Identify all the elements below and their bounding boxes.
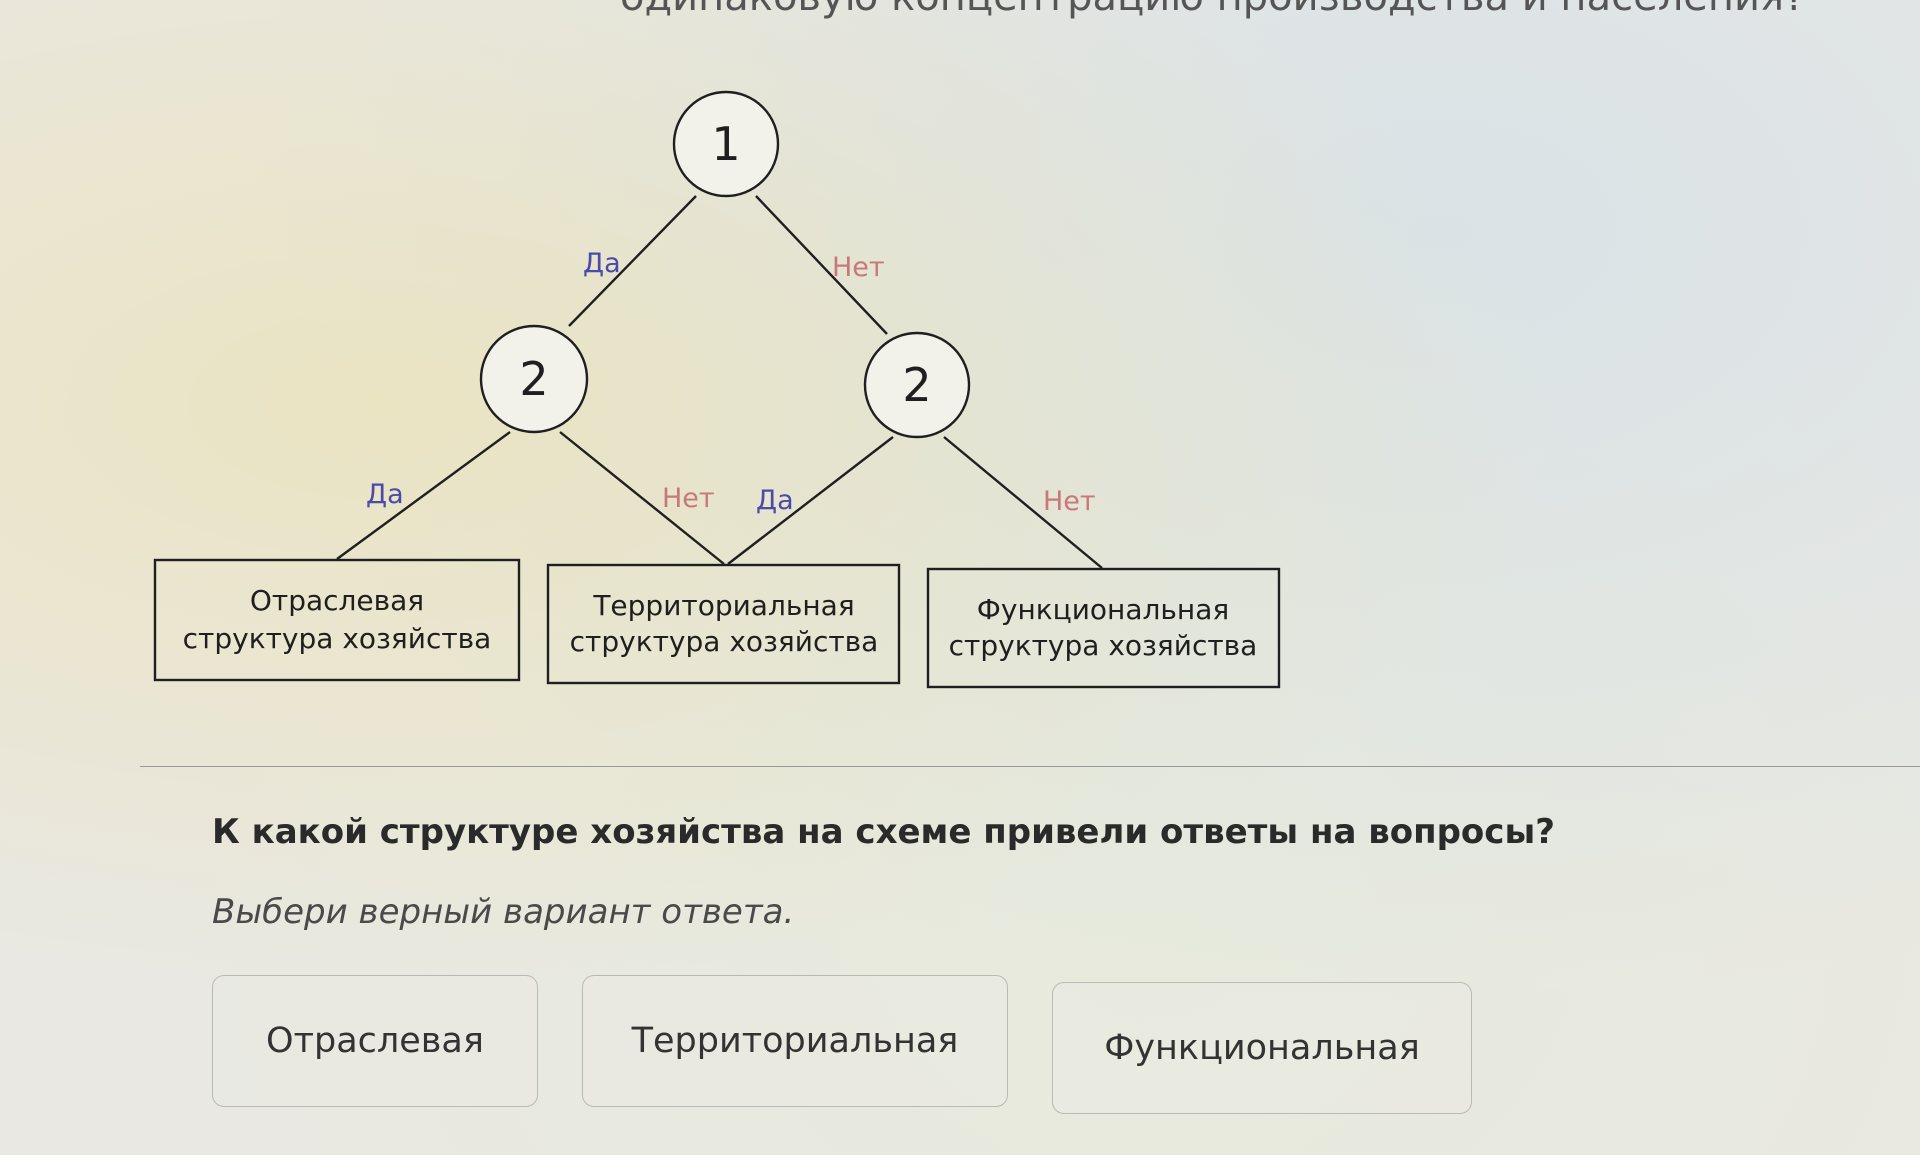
leaf-sectoral-line1: Отраслевая <box>250 584 424 617</box>
edge-right-leaf2 <box>727 436 894 565</box>
leaf-territorial-line2: структура хозяйства <box>570 625 879 658</box>
node-left-label: 2 <box>519 352 548 406</box>
leaf-functional: Функциональная структура хозяйства <box>926 567 1281 689</box>
edge-root-left <box>568 195 697 327</box>
edge-label-root-yes: Да <box>583 248 621 279</box>
edge-root-right <box>755 195 888 335</box>
edge-label-left-yes: Да <box>366 479 404 510</box>
node-right: 2 <box>863 331 971 439</box>
node-left: 2 <box>479 324 589 434</box>
answer-option-territorial[interactable]: Территориальная <box>582 975 1008 1107</box>
edge-left-leaf1 <box>336 431 511 560</box>
leaf-sectoral: Отраслевая структура хозяйства <box>153 558 521 682</box>
leaf-territorial-line1: Территориальная <box>592 589 854 622</box>
edge-right-leaf3 <box>943 436 1103 569</box>
edge-left-leaf2 <box>559 431 725 565</box>
leaf-functional-line1: Функциональная <box>977 593 1229 626</box>
leaf-sectoral-line2: структура хозяйства <box>183 622 492 655</box>
decision-tree-diagram: 1 2 2 Да Нет Да Нет Да Нет Отраслевая ст… <box>153 90 1281 689</box>
leaf-territorial: Территориальная структура хозяйства <box>546 563 901 685</box>
edge-label-root-no: Нет <box>832 252 885 283</box>
edge-label-right-no: Нет <box>1043 486 1096 517</box>
answer-option-sectoral[interactable]: Отраслевая <box>212 975 538 1107</box>
edge-label-right-yes: Да <box>756 485 794 516</box>
node-root: 1 <box>672 90 780 198</box>
node-right-label: 2 <box>902 358 931 412</box>
edge-label-left-no: Нет <box>662 483 715 514</box>
previous-question-text: одинаковую концентрацию производства и н… <box>620 0 1805 20</box>
leaf-functional-line2: структура хозяйства <box>949 629 1258 662</box>
instruction-text: Выбери верный вариант ответа. <box>212 892 795 932</box>
answer-option-functional[interactable]: Функциональная <box>1052 982 1472 1114</box>
question-text: К какой структуре хозяйства на схеме при… <box>212 812 1555 852</box>
section-divider <box>140 766 1920 767</box>
node-root-label: 1 <box>711 117 740 171</box>
